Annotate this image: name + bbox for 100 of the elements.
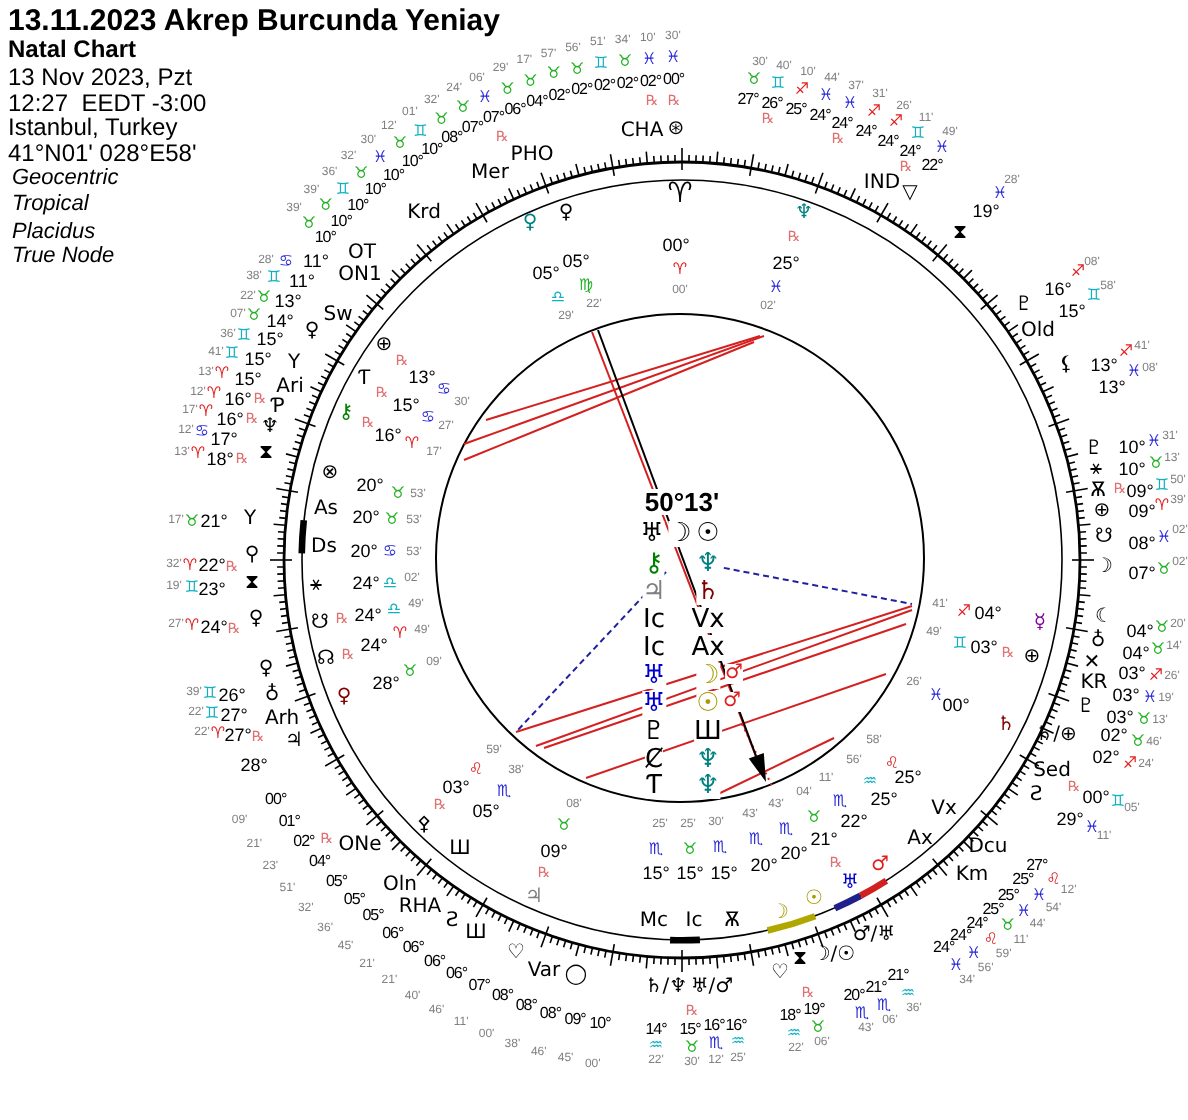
- degree-label: 25°: [870, 792, 898, 808]
- degree-label: 04°: [974, 606, 1002, 622]
- point-glyph: Vx: [931, 800, 957, 820]
- degree-label: 24°: [899, 146, 921, 158]
- zodiac-sign-glyph: ♏: [832, 794, 848, 810]
- point-glyph: ☊: [317, 650, 335, 670]
- degree-label: 16°: [725, 1020, 747, 1032]
- zodiac-sign-glyph: ♉: [1130, 734, 1146, 750]
- zodiac-sign-glyph: ♉: [1000, 918, 1015, 935]
- degree-label: 20°: [780, 846, 808, 862]
- point-glyph: Ѫ: [724, 912, 740, 932]
- degree-label: 10°: [589, 1019, 611, 1031]
- zodiac-sign-glyph: ♉: [354, 165, 369, 182]
- zodiac-sign-glyph: ♓: [928, 688, 944, 704]
- point-glyph: PHO: [510, 146, 554, 166]
- zodiac-sign-glyph: ♋: [420, 410, 436, 426]
- zodiac-sign-glyph: ♉: [617, 53, 633, 70]
- degree-label: 04°: [309, 856, 331, 869]
- degree-label: 19°: [803, 1004, 825, 1016]
- point-glyph: Ƥ: [271, 398, 285, 418]
- degree-label: 28°: [240, 758, 268, 774]
- zodiac-sign-glyph: ♒: [730, 1034, 746, 1050]
- zodiac-sign-glyph: ♏: [496, 784, 512, 800]
- degree-label: 11°: [289, 274, 315, 290]
- point-glyph: ♇: [1085, 440, 1103, 460]
- zodiac-sign-glyph: ♓: [1146, 434, 1162, 450]
- point-glyph: ♆: [795, 204, 813, 224]
- point-glyph: ♂/♅: [852, 926, 896, 946]
- degree-label: 24°: [831, 118, 853, 130]
- zodiac-sign-glyph: ♓: [966, 945, 981, 962]
- degree-label: 15°: [642, 866, 670, 882]
- point-glyph: ⧗: [245, 574, 259, 594]
- zodiac-sign-glyph: ♐: [1122, 756, 1138, 772]
- degree-label: 24°: [352, 576, 380, 592]
- degree-label: 09°: [1128, 504, 1156, 520]
- zodiac-sign-glyph: ♈: [184, 618, 200, 634]
- degree-label: 08°: [1128, 536, 1156, 552]
- chart-info-text: 41°N01' 028°E58': [8, 141, 197, 167]
- degree-label: 27°: [224, 728, 252, 744]
- point-glyph: ☽: [771, 904, 789, 924]
- zodiac-sign-glyph: ♒: [900, 986, 916, 1002]
- zodiac-sign-glyph: ♈: [182, 558, 198, 574]
- zodiac-sign-glyph: ♊: [952, 636, 968, 652]
- zodiac-sign-glyph: ♐: [1148, 668, 1164, 684]
- degree-label: 10°: [421, 144, 443, 157]
- point-glyph: ♂: [725, 664, 743, 684]
- degree-label: 24°: [855, 126, 877, 138]
- point-glyph: ◯: [564, 966, 588, 986]
- degree-label: 11°: [303, 254, 329, 270]
- degree-label: 16°: [1044, 282, 1072, 298]
- zodiac-sign-glyph: ♓: [641, 51, 657, 68]
- degree-label: 28°: [372, 676, 400, 692]
- point-glyph: Mer: [471, 164, 509, 184]
- midpoint-glyph: ☉: [696, 691, 720, 717]
- chart-setting-text: Geocentric: [12, 168, 119, 192]
- zodiac-sign-glyph: ♉: [318, 198, 333, 215]
- point-glyph: ♅: [841, 874, 859, 894]
- degree-label: 15°: [244, 352, 272, 368]
- degree-label: 10°: [1118, 462, 1146, 478]
- degree-label: 13°: [1098, 380, 1126, 396]
- zodiac-sign-glyph: ♉: [256, 290, 272, 306]
- zodiac-sign-glyph: ♉: [684, 1040, 700, 1056]
- degree-label: 25°: [785, 104, 807, 116]
- point-glyph: ⚷: [338, 404, 354, 424]
- zodiac-sign-glyph: ♓: [1016, 903, 1031, 920]
- degree-label: 03°: [1112, 688, 1140, 704]
- degree-label: 10°: [1118, 440, 1146, 456]
- point-glyph: ♂: [871, 856, 889, 876]
- degree-label: 05°: [532, 266, 560, 282]
- point-glyph: ♄: [997, 716, 1015, 736]
- zodiac-sign-glyph: ♐: [1070, 264, 1086, 280]
- point-glyph: Ax: [907, 830, 933, 850]
- degree-label: 15°: [679, 1024, 701, 1036]
- midpoint-glyph: Ȼ: [644, 747, 664, 773]
- degree-label: 09°: [1126, 484, 1154, 500]
- zodiac-sign-glyph: ♉: [746, 72, 762, 88]
- point-glyph: ♀: [558, 204, 574, 224]
- zodiac-sign-glyph: ♉: [390, 486, 406, 502]
- degree-label: 08°: [441, 132, 463, 145]
- degree-label: 20°: [356, 478, 384, 494]
- point-glyph: Krd: [407, 204, 441, 224]
- degree-label: 10°: [401, 157, 423, 169]
- zodiac-sign-glyph: ♉: [556, 818, 572, 834]
- degree-label: 06°: [445, 968, 468, 981]
- zodiac-sign-glyph: ♉: [392, 136, 408, 153]
- zodiac-sign-glyph: ♒: [648, 1038, 664, 1054]
- zodiac-sign-glyph: ♐: [888, 114, 904, 130]
- degree-label: 10°: [330, 216, 352, 228]
- degree-label: 07°: [468, 980, 490, 992]
- point-glyph: Ш: [449, 840, 471, 860]
- zodiac-sign-glyph: ♈: [206, 386, 222, 402]
- point-glyph: ☋: [1095, 528, 1113, 548]
- midpoint-glyph: ♆: [696, 773, 720, 799]
- degree-label: 09°: [540, 844, 568, 860]
- point-glyph: ⚴: [416, 816, 432, 836]
- zodiac-sign-glyph: ♉: [384, 512, 400, 528]
- degree-label: 02°: [1092, 750, 1120, 766]
- degree-label: 00°: [942, 698, 970, 714]
- zodiac-sign-glyph: ♓: [768, 280, 784, 296]
- point-glyph: ⊛: [667, 120, 685, 140]
